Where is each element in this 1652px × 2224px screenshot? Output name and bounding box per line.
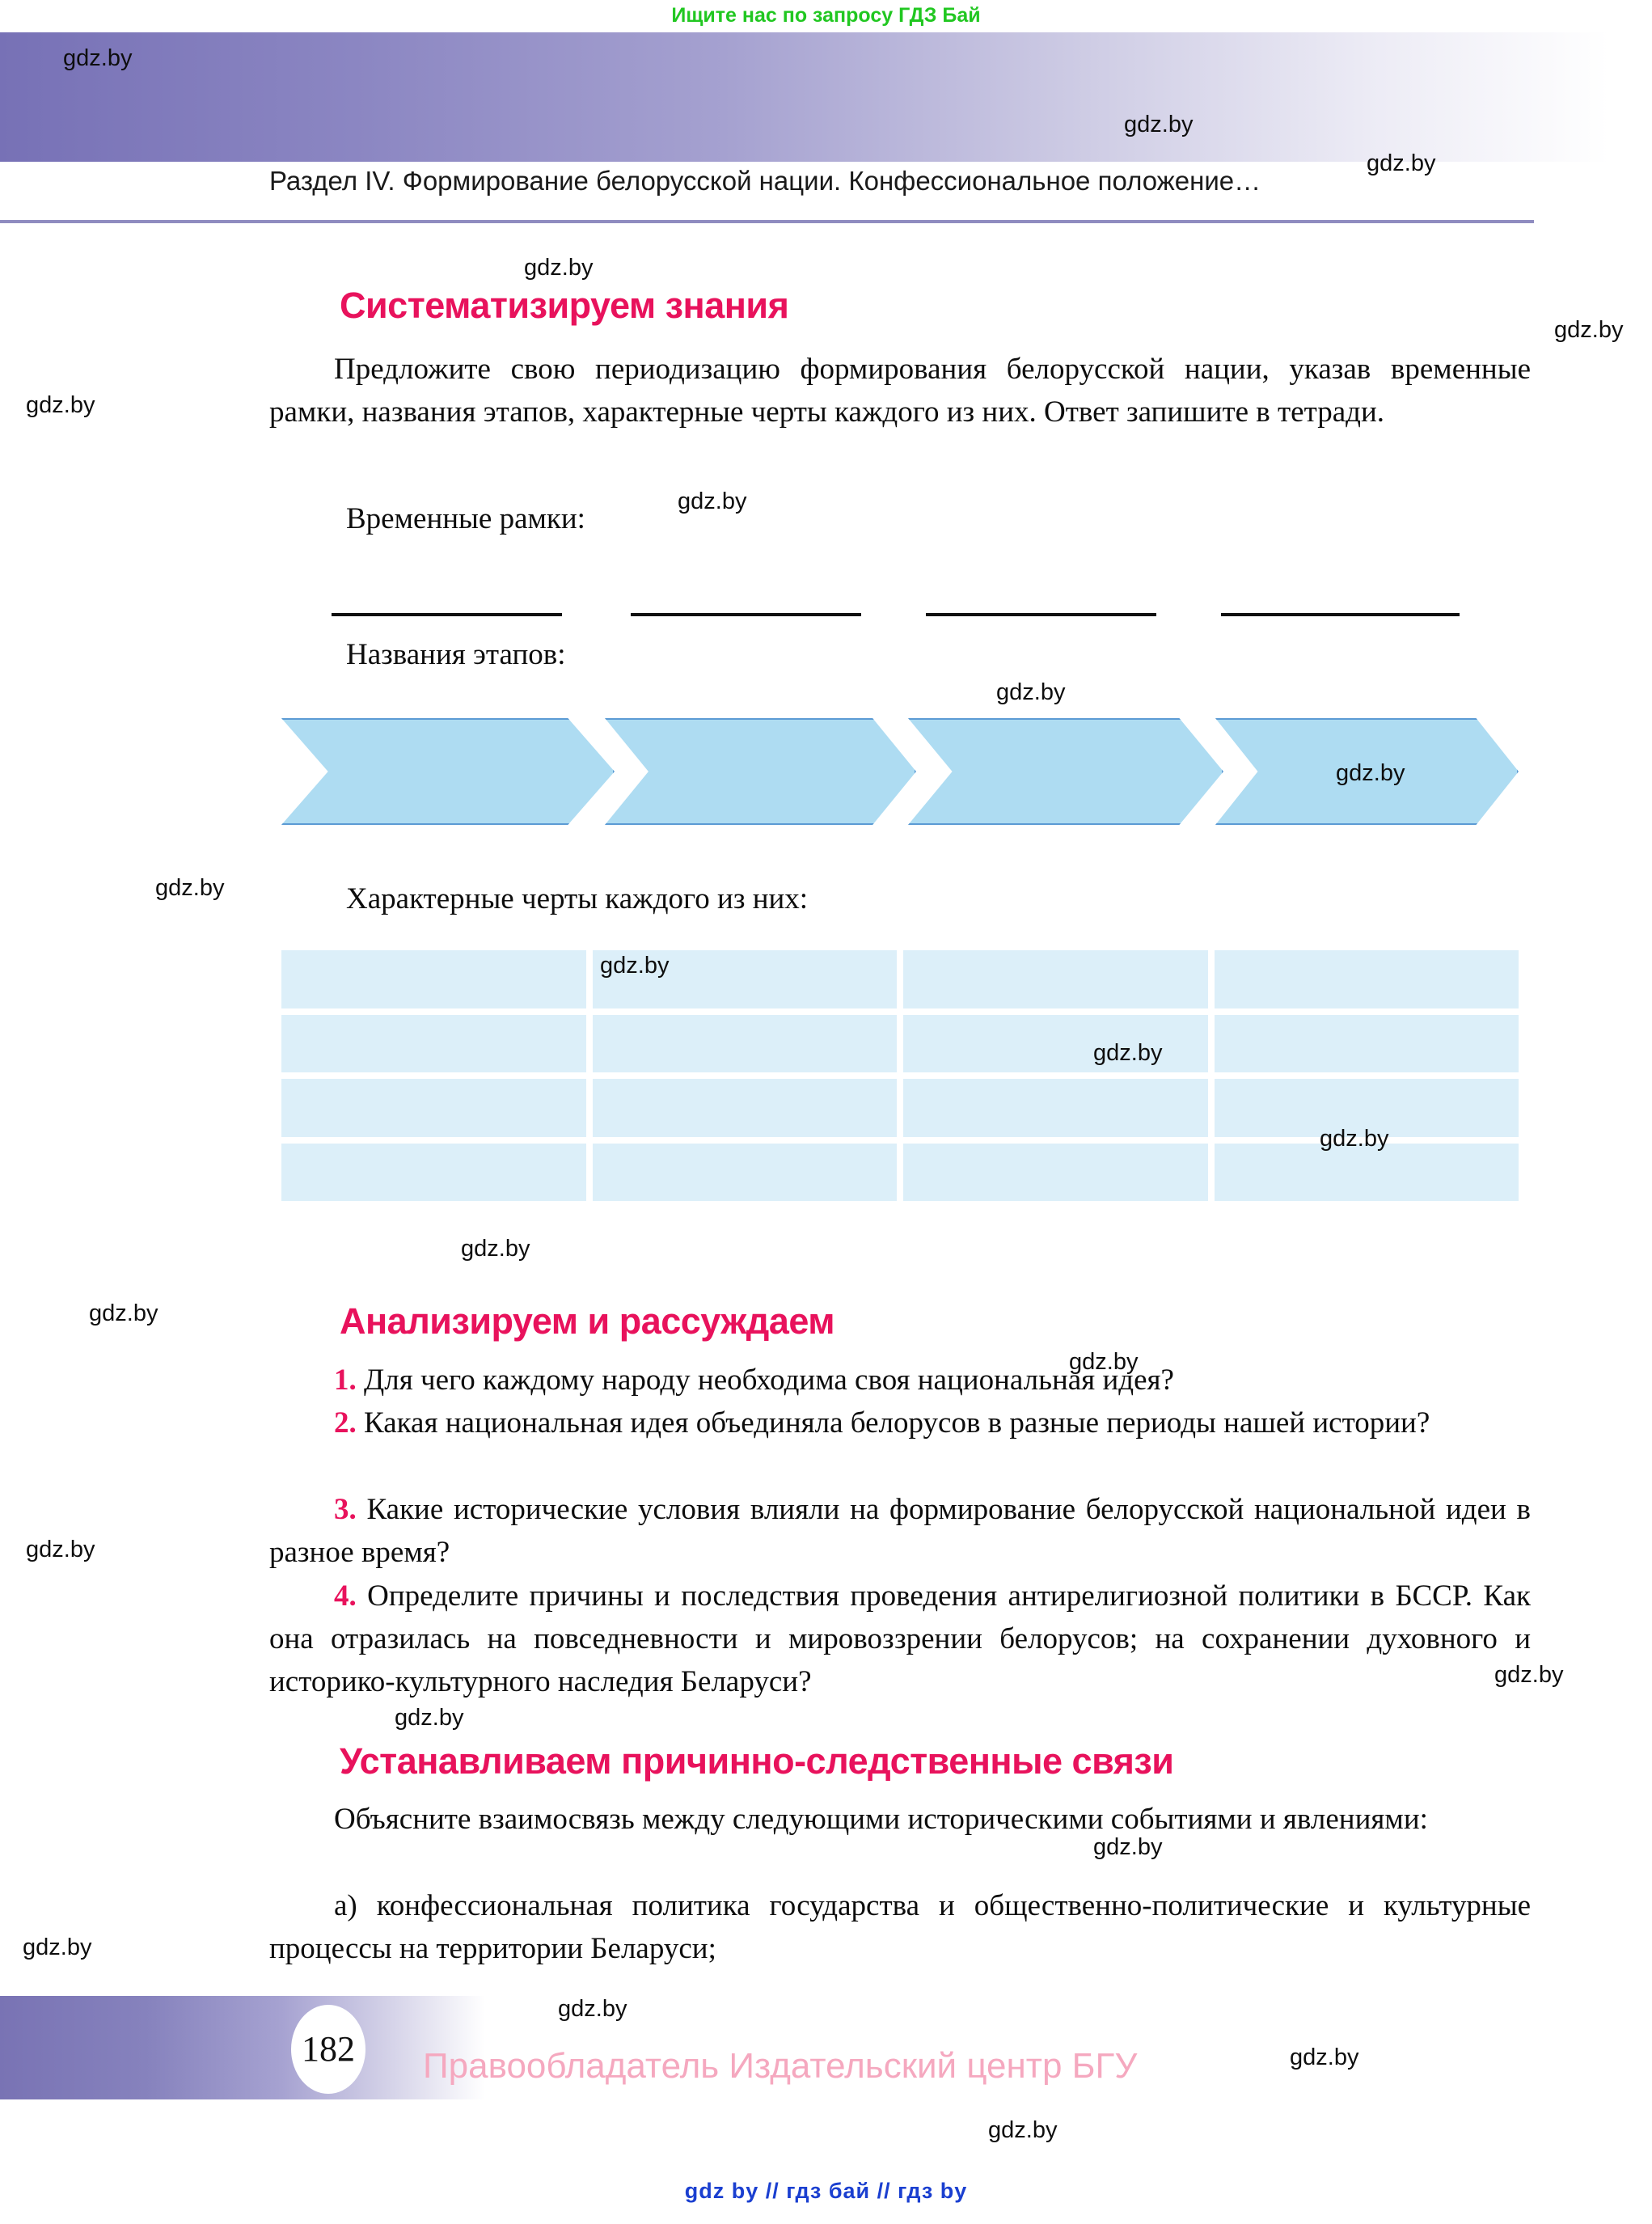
label-characteristic-features: Характерные черты каждого из них: — [346, 882, 809, 915]
gdz-watermark: gdz.by — [23, 1934, 92, 1960]
question-text: Какая национальная идея объединяла белор… — [356, 1406, 1430, 1440]
label-stage-names: Названия этапов: — [346, 638, 566, 671]
gdz-watermark: gdz.by — [524, 255, 594, 281]
gdz-watermark: gdz.by — [1336, 760, 1405, 786]
gdz-watermark: gdz.by — [1290, 2044, 1359, 2070]
stage-chevron[interactable] — [605, 718, 916, 825]
grid-cell[interactable] — [281, 1079, 586, 1137]
grid-cell[interactable] — [281, 950, 586, 1008]
grid-cell[interactable] — [281, 1014, 586, 1072]
gdz-watermark: gdz.by — [996, 679, 1066, 705]
bottom-links[interactable]: gdz by // гдз бай // гдз by — [684, 2179, 968, 2203]
grid-cell[interactable] — [592, 1014, 897, 1072]
gdz-watermark: gdz.by — [89, 1300, 158, 1326]
gdz-watermark: gdz.by — [1069, 1349, 1139, 1375]
footer-gradient-bar — [0, 1996, 485, 2099]
grid-cell[interactable] — [903, 950, 1208, 1008]
grid-cell[interactable] — [592, 1079, 897, 1137]
question-text: Какие исторические условия влияли на фор… — [269, 1493, 1531, 1569]
header-divider-rule — [0, 220, 1534, 223]
grid-cell[interactable] — [1214, 1143, 1519, 1201]
gdz-watermark: gdz.by — [1367, 150, 1436, 176]
stage-chevron[interactable] — [281, 718, 615, 825]
question-text: Определите причины и последствия проведе… — [269, 1579, 1531, 1698]
label-timeframes: Временные рамки: — [346, 502, 585, 535]
analyze-question-4: 4. Определите причины и последствия пров… — [269, 1575, 1531, 1703]
grid-cell[interactable] — [903, 1079, 1208, 1137]
stage-chevron[interactable] — [1215, 718, 1519, 825]
header-gradient-bar — [0, 32, 1609, 162]
running-head: Раздел IV. Формирование белорусской наци… — [269, 166, 1261, 196]
gdz-watermark: gdz.by — [1320, 1126, 1389, 1152]
systematize-intro-paragraph: Предложите свою периодизацию формировани… — [269, 353, 1531, 429]
analyze-question-1: 1. Для чего каждому народу необходима св… — [269, 1359, 1531, 1402]
grid-cell[interactable] — [903, 1143, 1208, 1201]
page-number-oval — [291, 2005, 365, 2094]
heading-systematize: Систематизируем знания — [340, 285, 789, 326]
question-text: Для чего каждому народу необходима своя … — [356, 1364, 1174, 1397]
gdz-watermark: gdz.by — [1093, 1834, 1163, 1860]
grid-cell[interactable] — [281, 1143, 586, 1201]
causal-item-a: а) конфессиональная политика государства… — [269, 1889, 1531, 1965]
gdz-watermark: gdz.by — [600, 953, 670, 979]
grid-cell[interactable] — [592, 950, 897, 1008]
question-number: 2. — [334, 1406, 357, 1440]
gdz-watermark: gdz.by — [678, 488, 747, 514]
stage-chevron-diagram — [281, 718, 1519, 825]
gdz-watermark: gdz.by — [1554, 317, 1624, 343]
gdz-watermark: gdz.by — [1093, 1040, 1163, 1066]
question-number: 4. — [334, 1579, 357, 1613]
grid-cell[interactable] — [1214, 1014, 1519, 1072]
heading-causal-links: Устанавливаем причинно-следственные связ… — [340, 1740, 1174, 1782]
gdz-watermark: gdz.by — [461, 1236, 530, 1262]
copyright-watermark: Правообладатель Издательский центр БГУ — [423, 2046, 1138, 2086]
gdz-watermark: gdz.by — [395, 1705, 464, 1731]
gdz-watermark: gdz.by — [988, 2117, 1058, 2143]
gdz-watermark: gdz.by — [1494, 1662, 1564, 1688]
heading-analyze: Анализируем и рассуждаем — [340, 1300, 835, 1342]
gdz-watermark: gdz.by — [1124, 112, 1194, 137]
gdz-watermark: gdz.by — [26, 1537, 95, 1562]
gdz-watermark: gdz.by — [558, 1996, 627, 2022]
features-grid — [281, 950, 1519, 1201]
question-number: 1. — [334, 1364, 357, 1397]
causal-intro-paragraph: Объясните взаимосвязь между следующими и… — [334, 1803, 1428, 1836]
stage-chevron[interactable] — [908, 718, 1223, 825]
promo-banner: Ищите нас по запросу ГДЗ Бай — [671, 4, 981, 27]
page-number: 182 — [302, 2029, 355, 2069]
question-number: 3. — [334, 1493, 357, 1526]
grid-cell[interactable] — [903, 1014, 1208, 1072]
gdz-watermark: gdz.by — [26, 392, 95, 418]
analyze-question-3: 3. Какие исторические условия влияли на … — [269, 1488, 1531, 1574]
grid-cell[interactable] — [1214, 1079, 1519, 1137]
analyze-question-2: 2. Какая национальная идея объединяла бе… — [269, 1402, 1531, 1444]
grid-cell[interactable] — [592, 1143, 897, 1201]
gdz-watermark: gdz.by — [63, 45, 133, 71]
gdz-watermark: gdz.by — [155, 875, 225, 901]
timeframe-blank-lines[interactable] — [332, 613, 1544, 621]
grid-cell[interactable] — [1214, 950, 1519, 1008]
